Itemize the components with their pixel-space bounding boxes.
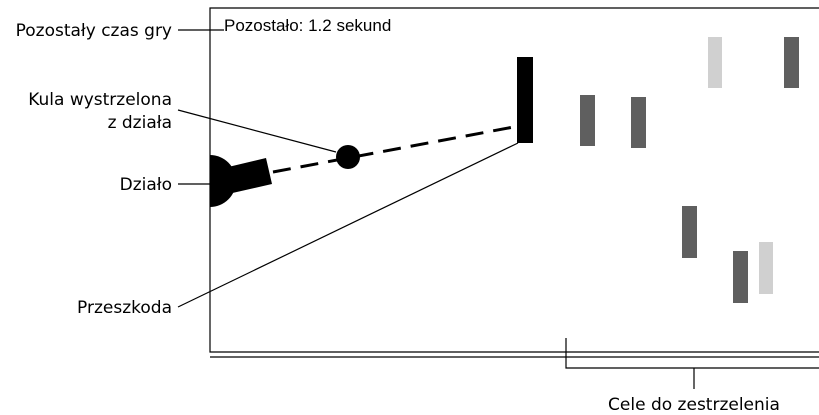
target-block xyxy=(784,37,799,88)
game-area-border xyxy=(209,7,819,353)
callout-line-obstacle xyxy=(177,142,519,308)
bullet xyxy=(336,145,360,169)
callout-line-bullet xyxy=(177,109,337,153)
target-block xyxy=(631,97,646,148)
target-block xyxy=(682,206,697,258)
obstacle xyxy=(517,57,533,143)
target-block xyxy=(759,242,773,294)
callout-lines xyxy=(177,29,819,389)
label-time-left: Pozostały czas gry xyxy=(16,21,172,41)
target-block xyxy=(708,37,722,88)
bullet-trajectory xyxy=(272,124,520,174)
label-targets: Cele do zestrzelenia xyxy=(608,395,780,415)
cannon xyxy=(210,155,272,207)
targets-group xyxy=(580,37,799,303)
label-bullet-line2: z działa xyxy=(108,113,172,133)
label-cannon: Działo xyxy=(120,175,172,195)
timer-text: Pozostało: 1.2 sekund xyxy=(224,16,391,35)
target-block xyxy=(580,95,595,146)
target-block xyxy=(733,251,748,303)
targets-bracket xyxy=(565,338,819,369)
cannon-barrel xyxy=(224,158,272,194)
label-obstacle: Przeszkoda xyxy=(77,298,172,318)
game-area xyxy=(209,7,819,358)
label-bullet-line1: Kula wystrzelona xyxy=(28,90,172,110)
